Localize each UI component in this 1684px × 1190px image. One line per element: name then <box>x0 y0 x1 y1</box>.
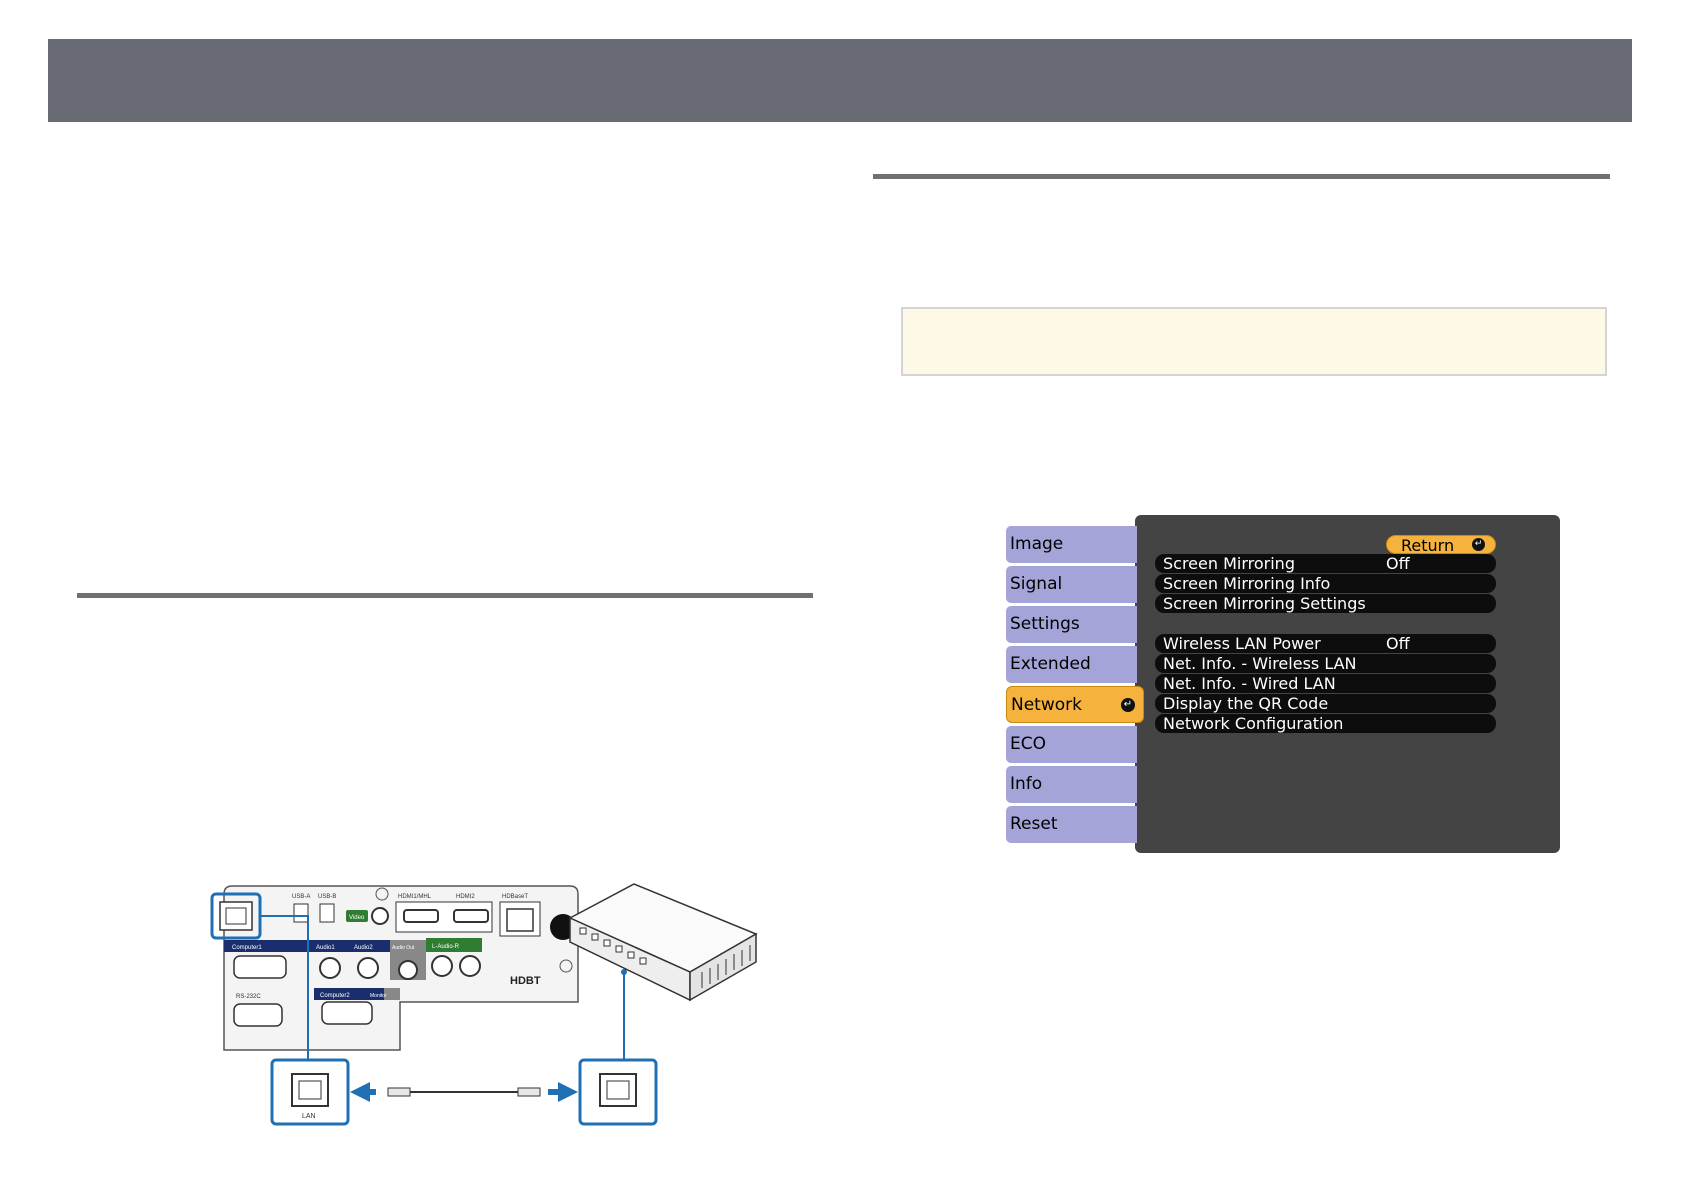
port-label-video: Video <box>349 915 365 921</box>
return-label: Return <box>1401 536 1455 555</box>
tab-label: Image <box>1010 534 1064 554</box>
cable-plug-left <box>387 1087 411 1097</box>
hdbaset-port <box>506 908 534 932</box>
tab-eco[interactable]: ECO <box>1006 726 1137 763</box>
screw-icon <box>375 887 389 901</box>
menu-item-qr-code[interactable]: Display the QR Code <box>1155 694 1496 713</box>
video-badge <box>346 910 368 922</box>
lan-port-magnified: LAN <box>270 1058 350 1126</box>
tab-label: Settings <box>1010 614 1080 634</box>
projector-rear-panel: USB-A USB-B HDMI1/MHL HDMI2 HDBaseT Vide… <box>210 885 579 1051</box>
lan-cable <box>350 1082 578 1102</box>
screw-icon <box>559 959 573 973</box>
hub-port-magnified <box>578 1058 658 1126</box>
l-audio-r-band <box>426 938 482 952</box>
port-label-rs232c: RS-232C <box>236 994 261 1000</box>
audio2-band <box>352 940 390 952</box>
computer2-band <box>314 988 384 1000</box>
tab-label: Info <box>1010 774 1043 794</box>
port-label-computer1: Computer1 <box>232 945 262 951</box>
port-label-usb-a: USB-A <box>292 894 310 900</box>
menu-item-net-info-wireless[interactable]: Net. Info. - Wireless LAN <box>1155 654 1496 673</box>
port-label-hdmi1: HDMI1/MHL <box>398 894 432 900</box>
menu-item-label: Screen Mirroring Settings <box>1163 594 1366 613</box>
section-rule-right <box>873 174 1610 179</box>
enter-icon: ↵ <box>1121 698 1135 712</box>
port-label-monitor: Monitor <box>370 993 387 999</box>
lan-port <box>219 901 253 931</box>
tab-reset[interactable]: Reset <box>1006 806 1137 843</box>
port-label-audio1: Audio1 <box>316 945 335 951</box>
menu-item-label: Screen Mirroring Info <box>1163 574 1331 593</box>
tab-info[interactable]: Info <box>1006 766 1137 803</box>
menu-item-value: Off <box>1386 554 1410 573</box>
audio-out-jack <box>398 960 418 980</box>
port-label-hdbaset: HDBaseT <box>502 894 528 900</box>
menu-item-label: Display the QR Code <box>1163 694 1329 713</box>
audio-r-jack <box>459 955 481 977</box>
header-bar <box>48 39 1632 122</box>
network-hub <box>568 883 758 1002</box>
menu-item-screen-mirroring[interactable]: Screen Mirroring Off <box>1155 554 1496 573</box>
menu-item-label: Net. Info. - Wireless LAN <box>1163 654 1357 673</box>
menu-item-label: Wireless LAN Power <box>1163 634 1321 653</box>
audio-l-jack <box>431 955 453 977</box>
menu-item-value: Off <box>1386 634 1410 653</box>
audio1-band <box>314 940 352 952</box>
note-box <box>901 307 1607 376</box>
tab-network[interactable]: Network ↵ <box>1006 686 1144 723</box>
hdmi2-port <box>453 909 489 923</box>
tab-label: Network <box>1011 695 1082 715</box>
tab-image[interactable]: Image <box>1006 526 1137 563</box>
port-label-audio2: Audio2 <box>354 945 373 951</box>
arrow-right-icon <box>558 1082 578 1102</box>
port-label-hdmi2: HDMI2 <box>456 894 475 900</box>
computer2-vga-port <box>321 1001 373 1025</box>
menu-panel: Return ↵ Screen Mirroring Off Screen Mir… <box>1135 515 1560 853</box>
usb-a-port <box>293 903 309 923</box>
port-label-l-audio-r: L-Audio-R <box>432 944 460 950</box>
menu-item-label: Screen Mirroring <box>1163 554 1295 573</box>
menu-item-label: Network Configuration <box>1163 714 1344 733</box>
menu-item-net-info-wired[interactable]: Net. Info. - Wired LAN <box>1155 674 1496 693</box>
lan-callout-line <box>260 915 309 1060</box>
cable-plug-right <box>517 1087 541 1097</box>
menu-item-network-configuration[interactable]: Network Configuration <box>1155 714 1496 733</box>
audio2-jack <box>357 957 379 979</box>
return-button[interactable]: Return ↵ <box>1386 535 1496 555</box>
hdmi1-port <box>403 909 439 923</box>
rs232c-port <box>233 1003 283 1027</box>
computer1-vga-port <box>233 955 287 979</box>
menu-item-wireless-lan-power[interactable]: Wireless LAN Power Off <box>1155 634 1496 653</box>
port-label-usb-b: USB-B <box>318 894 336 900</box>
tab-label: Extended <box>1010 654 1091 674</box>
hub-port-marker <box>621 969 627 975</box>
menu-item-screen-mirroring-settings[interactable]: Screen Mirroring Settings <box>1155 594 1496 613</box>
tab-extended[interactable]: Extended <box>1006 646 1137 683</box>
lan-connection-diagram: USB-A USB-B HDMI1/MHL HDMI2 HDBaseT Vide… <box>210 883 758 1126</box>
audio1-jack <box>319 957 341 979</box>
monitor-band <box>384 988 400 1000</box>
menu-item-label: Net. Info. - Wired LAN <box>1163 674 1336 693</box>
computer1-band <box>224 940 314 952</box>
lan-port-inner <box>225 907 247 925</box>
tab-label: Reset <box>1010 814 1058 834</box>
port-label-computer2: Computer2 <box>320 993 350 999</box>
section-rule-left <box>77 593 813 598</box>
tab-settings[interactable]: Settings <box>1006 606 1137 643</box>
hdbt-logo: HDBT <box>510 975 541 987</box>
tab-signal[interactable]: Signal <box>1006 566 1137 603</box>
enter-icon: ↵ <box>1472 538 1485 551</box>
port-label-audio-out: Audio Out <box>392 945 415 951</box>
tab-label: Signal <box>1010 574 1063 594</box>
menu-item-screen-mirroring-info[interactable]: Screen Mirroring Info <box>1155 574 1496 593</box>
projector-menu: Return ↵ Screen Mirroring Off Screen Mir… <box>1006 515 1561 853</box>
video-jack <box>371 907 389 925</box>
arrow-left-icon <box>350 1082 370 1102</box>
tab-label: ECO <box>1010 734 1046 754</box>
lan-label: LAN <box>302 1113 316 1120</box>
usb-b-port <box>319 903 335 923</box>
